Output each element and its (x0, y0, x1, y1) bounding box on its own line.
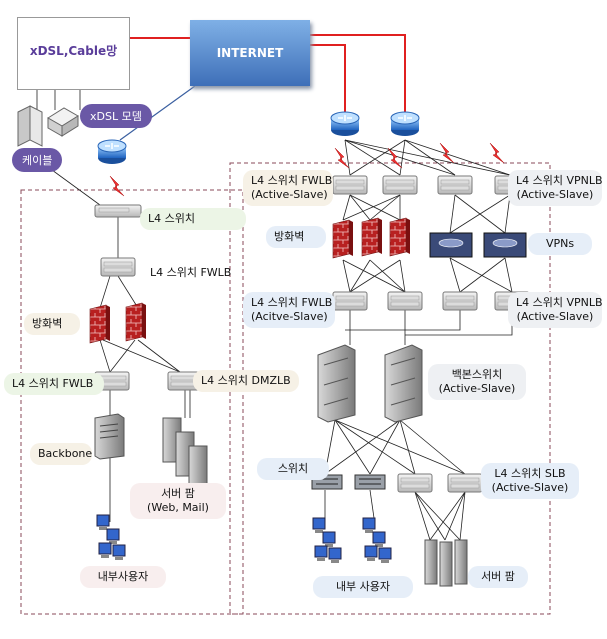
left-l4-switch-label: L4 스위치 (140, 208, 246, 230)
right-server-farm-label: 서버 팜 (468, 566, 528, 588)
right-users-pc-2-icon (362, 517, 392, 564)
xdsl-network-box (17, 17, 130, 90)
right-fwlb-top-line1: L4 스위치 FWLB (251, 174, 333, 187)
left-backbone-icon (94, 413, 125, 460)
left-server-farm-icon (162, 417, 208, 489)
right-firewall-3-icon (389, 217, 411, 257)
right-vpnlb-top-1-icon (437, 175, 473, 195)
left-backbone-label: Backbone (30, 443, 92, 465)
xdsl-modem-label: xDSL 모뎀 (80, 104, 152, 128)
right-vpnlb-bottom-line2: (Active-Slave) (516, 310, 594, 323)
bolt-icon-4 (489, 142, 505, 164)
right-vpns-label: VPNs (528, 233, 592, 255)
right-users-pc-1-icon (312, 517, 342, 564)
cable-modem-icon (17, 105, 43, 147)
left-users-pc-icon (96, 514, 126, 561)
left-server-farm-label: 서버 팜 (Web, Mail) (130, 483, 226, 519)
right-fwlb-bottom-line1: L4 스위치 FWLB (251, 296, 333, 309)
right-vpnlb-top-line2: (Active-Slave) (516, 188, 594, 201)
right-fwlb-top-label: L4 스위치 FWLB (Active-Slave) (243, 170, 333, 206)
left-firewall-1-icon (89, 304, 111, 344)
right-backbone-label: 백본스위치 (Active-Slave) (428, 364, 526, 400)
right-vpnlb-bottom-line1: L4 스위치 VPNLB (516, 296, 603, 309)
right-firewall-2-icon (361, 217, 383, 257)
right-fwlb-top-1-icon (332, 175, 368, 195)
left-l4-dmzlb-label: L4 스위치 DMZLB (193, 370, 299, 392)
left-firewall-2-icon (125, 302, 147, 342)
right-vpnlb-top-label: L4 스위치 VPNLB (Active-Slave) (508, 170, 603, 206)
left-internal-users-label: 내부사용자 (80, 566, 166, 588)
right-slb-line1: L4 스위치 SLB (494, 467, 566, 480)
left-l4-switch-icon (94, 204, 142, 218)
right-vpnlb-bottom-1-icon (442, 291, 478, 311)
internet-cloud: INTERNET (190, 20, 310, 86)
left-bolt-icon (109, 175, 125, 197)
right-vpnlb-top-line1: L4 스위치 VPNLB (516, 174, 603, 187)
right-internal-users-label: 내부 사용자 (313, 576, 413, 598)
right-fwlb-bottom-label: L4 스위치 FWLB (Acitve-Slave) (243, 292, 335, 328)
right-slb-2-icon (447, 473, 483, 493)
right-firewall-1-icon (332, 219, 354, 259)
internet-to-left-router (119, 85, 196, 141)
left-router-icon (97, 139, 127, 165)
right-server-farm-icon (424, 539, 468, 587)
right-fwlb-top-2-icon (382, 175, 418, 195)
bolt-icon-3 (439, 142, 455, 164)
cable-label: 케이블 (12, 148, 63, 172)
right-fwlb-top-line2: (Active-Slave) (251, 188, 328, 201)
right-slb-label: L4 스위치 SLB (Active-Slave) (481, 463, 579, 499)
right-router-1-icon (330, 111, 360, 137)
right-firewall-label: 방화벽 (266, 226, 326, 248)
right-backbone-1-icon (317, 344, 356, 423)
vpn-device-1-icon (429, 232, 473, 258)
left-firewall-label: 방화벽 (24, 313, 80, 335)
internet-links (130, 34, 406, 112)
right-backbone-2-icon (384, 344, 423, 423)
left-zone-border (20, 189, 244, 615)
right-slb-line2: (Active-Slave) (491, 481, 569, 494)
right-fwlb-bottom-2-icon (387, 291, 423, 311)
right-fwlb-bottom-line2: (Acitve-Slave) (251, 310, 328, 323)
right-switch-2-icon (354, 474, 386, 490)
left-server-farm-line2: (Web, Mail) (147, 501, 209, 514)
right-router-2-icon (390, 111, 420, 137)
left-l4-fwlb-label: L4 스위치 FWLB (150, 266, 232, 279)
left-l4-fwlb2-label: L4 스위치 FWLB (4, 373, 104, 395)
internet-label: INTERNET (216, 46, 284, 60)
xdsl-network-title: xDSL,Cable망 (29, 44, 118, 58)
left-server-farm-line1: 서버 팜 (161, 487, 195, 500)
left-l4-fwlb-switch-icon (100, 257, 136, 277)
right-fwlb-bottom-1-icon (332, 291, 368, 311)
right-slb-1-icon (397, 473, 433, 493)
vpn-device-2-icon (483, 232, 527, 258)
right-backbone-line1: 백본스위치 (451, 368, 503, 381)
right-vpnlb-bottom-label: L4 스위치 VPNLB (Active-Slave) (508, 292, 603, 328)
right-backbone-line2: (Active-Slave) (438, 382, 516, 395)
xdsl-modem-icon (47, 107, 79, 137)
right-switch-label: 스위치 (257, 458, 329, 480)
